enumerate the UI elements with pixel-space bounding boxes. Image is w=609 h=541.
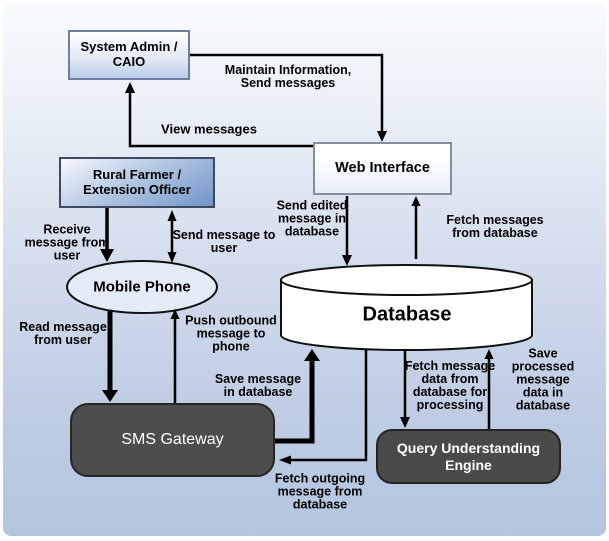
- edge-label-fetch-outgoing: Fetch outgoing message from database: [274, 471, 366, 512]
- edge-label-send-edited: Send edited message in database: [276, 198, 348, 239]
- web-interface-node: Web Interface: [313, 142, 452, 195]
- arrow-fetch-messages: [411, 196, 421, 259]
- rural-farmer-node: Rural Farmer / Extension Officer: [59, 157, 215, 208]
- edge-label-save-processed: Save processed message data in database: [511, 346, 575, 413]
- arrow-fetch-outgoing: [279, 349, 368, 465]
- arrow-fetch-data: [400, 349, 410, 428]
- database-shape: [280, 264, 533, 351]
- mobile-phone-shape: [66, 260, 218, 314]
- edge-label-maintain: Maintain Information, Send messages: [224, 63, 352, 90]
- edge-label-view-messages: View messages: [161, 121, 257, 137]
- edge-label-fetch-data: Fetch message data from database for pro…: [404, 359, 496, 412]
- arrow-save-message: [275, 349, 320, 444]
- arrow-maintain: [190, 53, 387, 142]
- edge-label-receive: Receive message from user: [24, 222, 110, 263]
- sms-gateway-node: SMS Gateway: [70, 403, 275, 477]
- arrow-send-edited: [342, 196, 352, 266]
- arrow-read-message: [102, 310, 118, 402]
- edge-label-read: Read message from user: [19, 320, 107, 347]
- edge-label-fetch-messages: Fetch messages from database: [446, 213, 544, 240]
- mobile-phone-label: Mobile Phone: [93, 278, 191, 296]
- arrow-push-outbound: [170, 309, 180, 403]
- arrow-save-processed: [484, 349, 494, 429]
- arrow-receive-message: [100, 208, 114, 262]
- arrow-view-messages: [125, 82, 313, 148]
- arrow-send-to-user: [167, 210, 177, 263]
- edge-label-push: Push outbound message to phone: [185, 313, 277, 354]
- edge-label-send-to-user: Send message to user: [172, 228, 276, 255]
- system-admin-node: System Admin / CAIO: [68, 30, 190, 80]
- edge-label-save-message: Save message in database: [214, 372, 302, 399]
- database-label: Database: [362, 303, 452, 326]
- query-engine-node: Query Understanding Engine: [376, 429, 561, 484]
